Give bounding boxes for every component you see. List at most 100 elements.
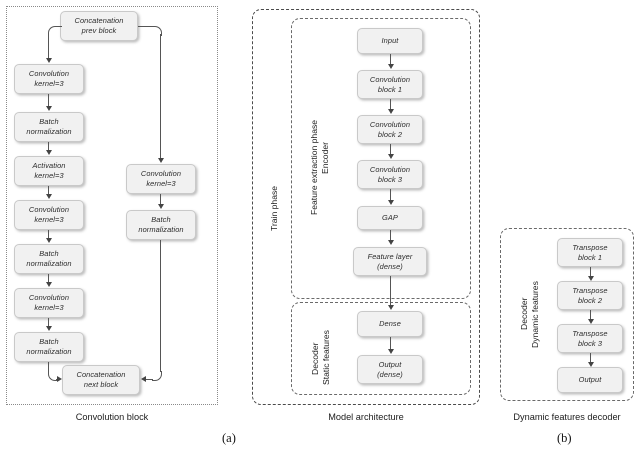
node-line: prev block	[81, 26, 117, 35]
node-output-dense[interactable]: Output (dense)	[357, 355, 423, 384]
node-feature-layer[interactable]: Feature layer (dense)	[353, 247, 427, 276]
connector	[390, 144, 391, 154]
node-batch-normalization-1[interactable]: Batch normalization	[14, 112, 84, 142]
connector	[146, 379, 153, 380]
arrow-head	[45, 150, 52, 155]
node-line: normalization	[26, 259, 72, 268]
node-line: kernel=3	[34, 171, 64, 180]
node-input[interactable]: Input	[357, 28, 423, 54]
panel-a-caption: Convolution block	[75, 412, 149, 422]
connector-elbow	[48, 371, 58, 381]
node-line: Output	[578, 375, 602, 385]
connector	[390, 189, 391, 200]
node-convolution-1[interactable]: Convolution kernel=3	[14, 64, 84, 94]
node-convolution-skip[interactable]: Convolution kernel=3	[126, 164, 196, 194]
node-line: block 2	[577, 295, 603, 305]
node-batch-normalization-3[interactable]: Batch normalization	[14, 332, 84, 362]
panel-a-frame	[6, 6, 218, 405]
node-convolution-block-3[interactable]: Convolution block 3	[357, 160, 423, 189]
arrow-head	[157, 204, 164, 209]
node-line: Convolution	[369, 119, 411, 129]
node-line: (dense)	[377, 261, 403, 271]
connector	[48, 230, 49, 238]
arrow-head	[157, 158, 164, 163]
node-line: normalization	[26, 127, 72, 136]
node-line: GAP	[382, 213, 398, 223]
node-line: block 3	[377, 174, 403, 184]
node-line: Batch	[39, 249, 59, 259]
connector-elbow	[152, 371, 162, 381]
subfigure-label-b: (b)	[557, 431, 572, 445]
node-line: Batch	[39, 337, 59, 347]
node-line: Output	[378, 359, 402, 369]
node-transpose-block-3[interactable]: Transpose block 3	[557, 324, 623, 353]
node-line: Convolution	[28, 69, 70, 79]
connector	[390, 54, 391, 64]
node-convolution-2[interactable]: Convolution kernel=3	[14, 200, 84, 230]
connector	[390, 230, 391, 240]
arrow-head	[387, 349, 394, 354]
connector	[48, 186, 49, 194]
arrow-head	[45, 238, 52, 243]
arrow-head	[387, 200, 394, 205]
connector	[160, 194, 161, 204]
node-line: normalization	[138, 225, 184, 234]
arrow-head	[387, 109, 394, 114]
connector	[590, 267, 591, 276]
node-dense[interactable]: Dense	[357, 311, 423, 337]
arrow-head	[57, 376, 62, 382]
node-line: Concatenation	[74, 16, 124, 26]
node-gap[interactable]: GAP	[357, 206, 423, 230]
decoder-static-label-line1: Decoder	[310, 342, 320, 375]
panel-b-caption: Dynamic features decoder	[513, 412, 621, 422]
node-transpose-block-2[interactable]: Transpose block 2	[557, 281, 623, 310]
connector	[48, 94, 49, 106]
arrow-head	[45, 194, 52, 199]
node-batch-normalization-skip[interactable]: Batch normalization	[126, 210, 196, 240]
node-line: Convolution	[369, 74, 411, 84]
connector	[590, 310, 591, 319]
connector	[160, 34, 161, 158]
connector-elbow	[48, 26, 58, 36]
node-line: block 3	[577, 338, 603, 348]
connector	[56, 26, 62, 27]
node-concatenation-next-block[interactable]: Concatenation next block	[62, 365, 140, 395]
node-line: Input	[381, 36, 399, 46]
node-line: Transpose	[572, 328, 608, 338]
arrow-head	[587, 319, 594, 324]
encoder-label-line2: Encoder	[320, 141, 330, 174]
node-line: block 1	[577, 252, 603, 262]
node-line: kernel=3	[146, 179, 176, 188]
node-activation-1[interactable]: Activation kernel=3	[14, 156, 84, 186]
node-convolution-block-1[interactable]: Convolution block 1	[357, 70, 423, 99]
train-phase-label: Train phase	[269, 185, 279, 231]
node-transpose-block-1[interactable]: Transpose block 1	[557, 238, 623, 267]
node-output[interactable]: Output	[557, 367, 623, 393]
decoder-static-label-line2: Static features	[321, 330, 331, 385]
node-line: Concatenation	[76, 370, 126, 380]
node-line: Convolution	[28, 293, 70, 303]
connector	[48, 274, 49, 282]
connector	[48, 318, 49, 326]
node-line: Convolution	[369, 164, 411, 174]
arrow-head	[141, 376, 146, 382]
decoder-dynamic-label-line2: Dynamic features	[530, 281, 540, 348]
connector	[48, 142, 49, 150]
node-convolution-3[interactable]: Convolution kernel=3	[14, 288, 84, 318]
node-batch-normalization-2[interactable]: Batch normalization	[14, 244, 84, 274]
connector	[390, 99, 391, 109]
node-line: Activation	[32, 161, 66, 171]
node-convolution-block-2[interactable]: Convolution block 2	[357, 115, 423, 144]
arrow-head	[387, 305, 394, 310]
node-line: Transpose	[572, 285, 608, 295]
node-concatenation-prev-block[interactable]: Concatenation prev block	[60, 11, 138, 41]
node-line: Transpose	[572, 242, 608, 252]
connector	[390, 276, 391, 305]
arrow-head	[387, 64, 394, 69]
encoder-label-line1: Feature extraction phase	[309, 119, 319, 215]
arrow-head	[387, 154, 394, 159]
connector	[138, 26, 153, 27]
node-line: Convolution	[140, 169, 182, 179]
arrow-head	[587, 362, 594, 367]
node-line: normalization	[26, 347, 72, 356]
